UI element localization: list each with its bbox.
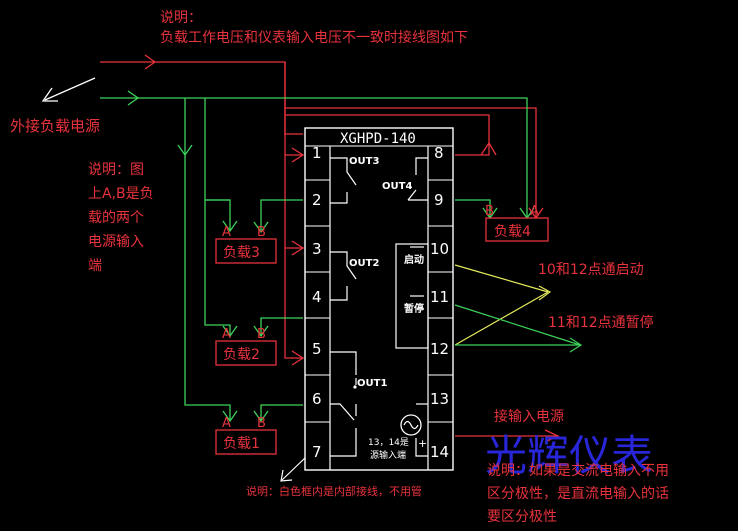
out2-label: OUT2: [349, 258, 379, 269]
load-2: 负载2 A B: [215, 327, 277, 366]
pin-13: 13: [430, 390, 449, 408]
pin-4: 4: [312, 288, 322, 306]
load-3-terminal-b: B: [257, 225, 266, 240]
load-1: 负载1 A B: [215, 416, 277, 455]
module-box: XGHPD-140 1 2 3 4 5 6 7 8 9 10 11 12 13 …: [304, 127, 454, 471]
note-bottom: 说明：白色框内是内部接线，不用管: [246, 484, 422, 498]
load-2-terminal-b: B: [257, 327, 266, 342]
load-4-label: 负载4: [494, 224, 531, 240]
out1-contact-dot: [353, 385, 357, 389]
load-3-label: 负载3: [223, 245, 260, 261]
pin-8: 8: [434, 144, 444, 162]
pin-12: 12: [430, 340, 449, 358]
out4-label: OUT4: [382, 181, 412, 192]
load-2-label: 负载2: [223, 347, 260, 363]
start-label: 启动: [404, 253, 424, 266]
power-input-label: 接输入电源: [494, 408, 564, 425]
pin-2: 2: [312, 191, 322, 209]
out1-label: OUT1: [357, 378, 387, 389]
note-pause: 11和12点通暂停: [548, 314, 654, 331]
load-4-terminal-a: A: [530, 204, 539, 219]
out3-label: OUT3: [349, 156, 379, 167]
green-supply-wiring: [100, 97, 528, 420]
pin-9: 9: [434, 191, 444, 209]
left-pin-numbers: 1 2 3 4 5 6 7: [312, 144, 322, 461]
note-power-polarity: 说明：如果是交流电输入不用 区分极性，是直流电输入的话 要区分极性: [487, 462, 669, 525]
internal-contacts: [330, 157, 429, 457]
module-model: XGHPD-140: [340, 131, 416, 147]
load-2-terminal-a: A: [222, 327, 231, 342]
note-polarity-line-1: 说明：如果是交流电输入不用: [487, 462, 669, 479]
ac-wave-icon: [403, 420, 419, 430]
pin-14: 14: [430, 443, 449, 461]
pin-6: 6: [312, 390, 322, 408]
load-3: 负载3 A B: [215, 225, 277, 264]
pin-3: 3: [312, 240, 322, 258]
note-left-line-3: 载的两个: [88, 210, 144, 226]
external-power-label: 外接负载电源: [10, 117, 100, 135]
load-4-terminal-b: B: [485, 204, 494, 219]
pause-label: 暂停: [404, 302, 424, 315]
pin-1: 1: [312, 144, 322, 162]
note-left: 说明：图 上A,B是负 载的两个 电源输入 端: [88, 162, 154, 274]
pin-5: 5: [312, 340, 322, 358]
load-1-terminal-b: B: [257, 416, 266, 431]
note-polarity-line-3: 要区分极性: [487, 509, 557, 525]
note-top-text: 负载工作电压和仪表输入电压不一致时接线图如下: [160, 29, 468, 46]
load-4: 负载4 B A: [485, 204, 549, 242]
pin-10: 10: [430, 240, 449, 258]
note-start: 10和12点通启动: [538, 262, 644, 278]
power-label-2: 源输入端: [370, 449, 406, 461]
power-label-1: 13，14是: [368, 437, 409, 448]
load-1-label: 负载1: [223, 436, 260, 452]
start-pause-lines: [454, 264, 583, 353]
bottom-note-arrow: [280, 457, 306, 482]
note-left-line-2: 上A,B是负: [88, 186, 154, 202]
note-left-line-1: 说明：图: [88, 162, 144, 178]
note-left-line-4: 电源输入: [88, 234, 144, 250]
note-polarity-line-2: 区分极性，是直流电输入的话: [487, 485, 669, 502]
note-top-title: 说明：: [160, 10, 202, 26]
note-left-line-5: 端: [88, 258, 102, 274]
pin-7: 7: [312, 443, 322, 461]
ac-source-icon: [400, 414, 422, 436]
pin-11: 11: [430, 288, 449, 306]
watermark-brand: 光辉仪表: [485, 431, 653, 480]
load-1-terminal-a: A: [222, 416, 231, 431]
right-pin-numbers: 8 9 10 11 12 13 14: [430, 144, 449, 461]
external-power-arrow: [41, 77, 96, 102]
plus-sign: +: [418, 437, 427, 450]
load-3-terminal-a: A: [222, 225, 231, 240]
